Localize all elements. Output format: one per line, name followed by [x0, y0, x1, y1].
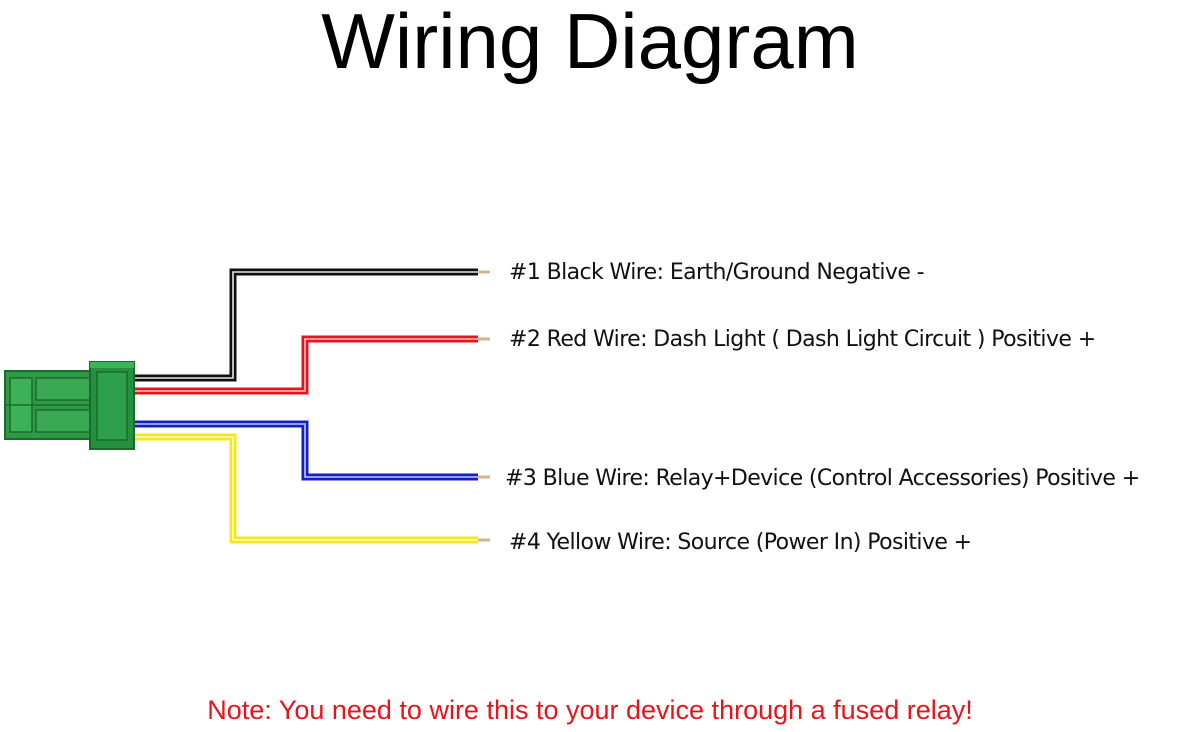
yellow-wire — [130, 433, 490, 544]
red-wire — [130, 335, 490, 395]
wire-label-yellow: #4 Yellow Wire: Source (Power In) Positi… — [509, 530, 972, 555]
connector-plug — [4, 361, 135, 450]
wire-label-blue: #3 Blue Wire: Relay+Device (Control Acce… — [505, 466, 1140, 491]
wire-label-red: #2 Red Wire: Dash Light ( Dash Light Cir… — [509, 327, 1096, 352]
black-wire — [130, 268, 490, 382]
note-text: Note: You need to wire this to your devi… — [207, 695, 973, 725]
wire-label-black: #1 Black Wire: Earth/Ground Negative - — [509, 260, 925, 285]
diagram-title: Wiring Diagram — [321, 0, 859, 85]
blue-wire — [130, 420, 490, 481]
